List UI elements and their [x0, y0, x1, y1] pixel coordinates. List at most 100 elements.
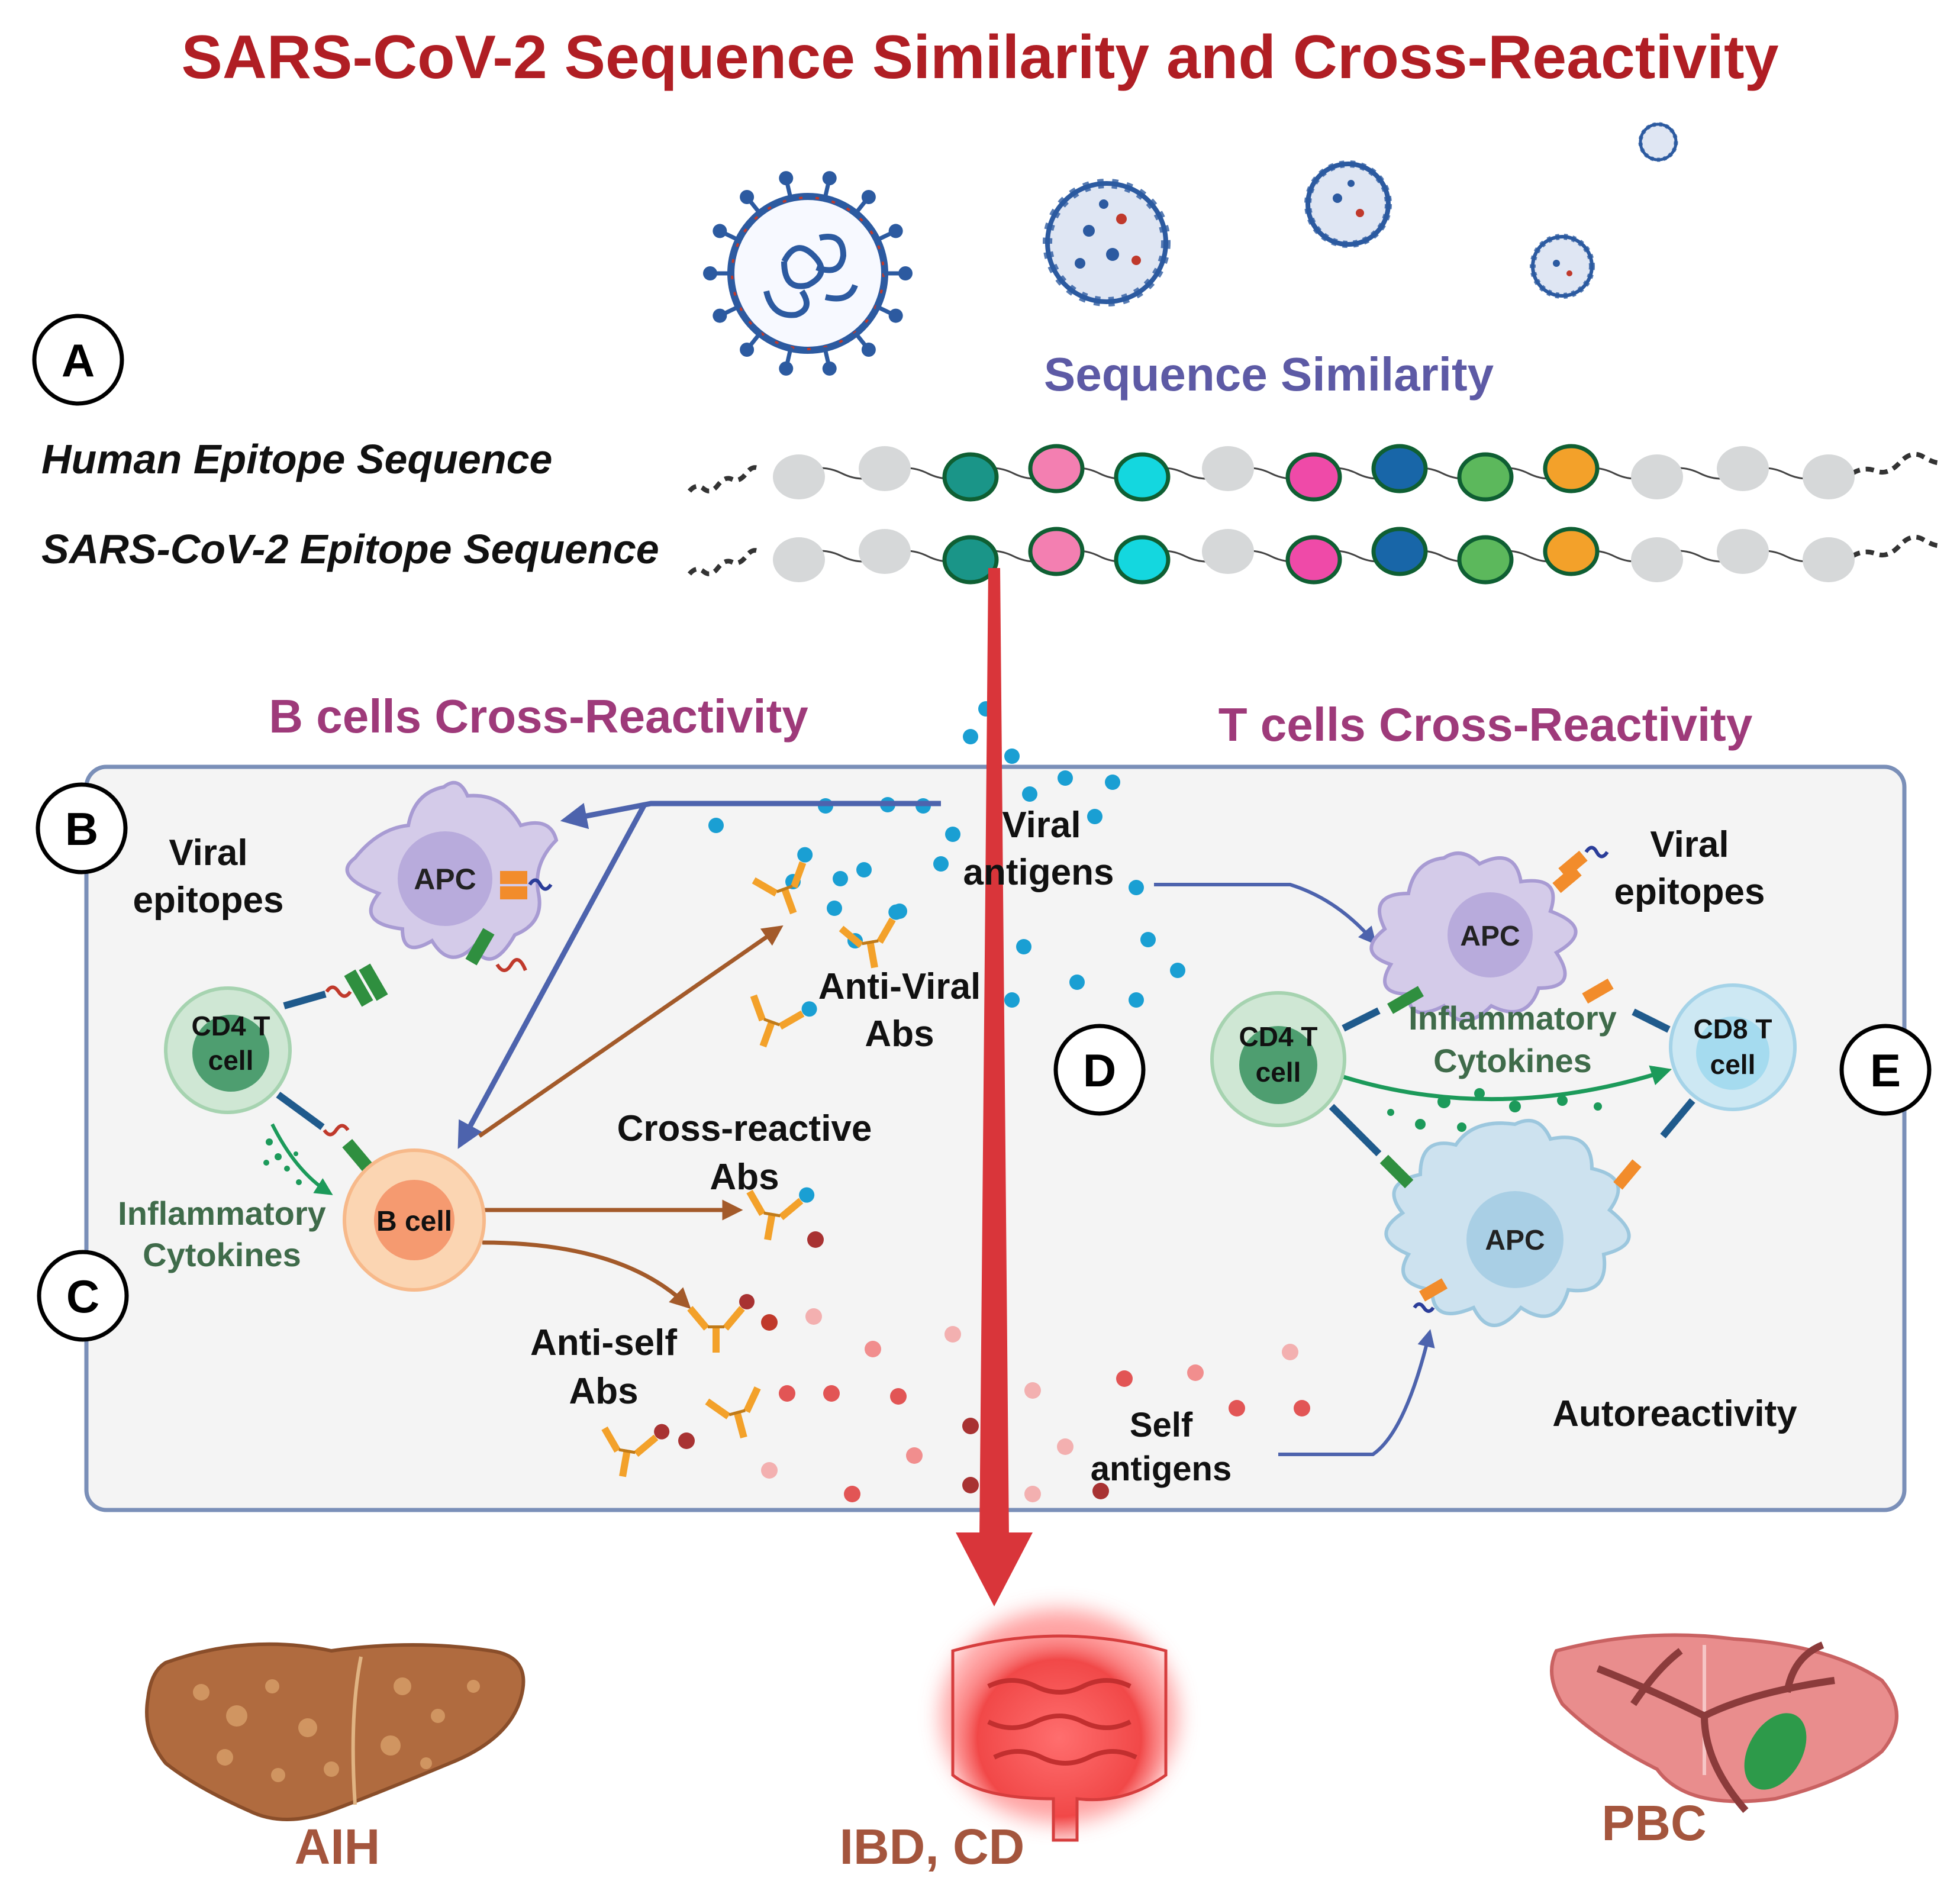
- b-cells-section-title: B cells Cross-Reactivity: [269, 690, 808, 743]
- viral-antigen-dot: [1004, 992, 1020, 1008]
- antibody-icon: [705, 1386, 761, 1438]
- sequence-bead: [1717, 446, 1769, 491]
- b-apc-cell: APC: [345, 780, 559, 961]
- self-antigen-dot: [823, 1385, 840, 1402]
- t-cells-section-title: T cells Cross-Reactivity: [1218, 698, 1753, 751]
- sequence-bead: [1202, 529, 1254, 574]
- sequence-bead: [1457, 452, 1514, 502]
- sequence-bead: [1543, 527, 1600, 576]
- sequence-bead: [942, 535, 999, 585]
- viral-sequence-label: SARS-CoV-2 Epitope Sequence: [41, 526, 659, 572]
- t-cd8-t-cell: CD8 T cell: [1669, 983, 1797, 1111]
- viral-antigen-dot: [1129, 992, 1144, 1008]
- antibody-icon: [752, 847, 813, 915]
- panel-label-d: D: [1053, 1024, 1146, 1116]
- sequence-bead: [1114, 535, 1171, 585]
- sequence-bead: [1803, 537, 1855, 582]
- spike-head: [703, 266, 717, 280]
- viral-antigen-dot: [1022, 786, 1037, 802]
- antigen-to-t-apc-arrow: [1154, 883, 1376, 945]
- coronavirus-large-icon: [703, 171, 913, 376]
- coronavirus-small-icon: [1304, 160, 1392, 248]
- anti-viral-abs-2: Abs: [865, 1014, 934, 1054]
- antibody-icon: [746, 1187, 815, 1241]
- viral-antigen-dot: [933, 856, 949, 872]
- sequence-bead: [1114, 452, 1171, 502]
- sequence-bead: [1285, 535, 1342, 585]
- self-antigen-dot: [1024, 1382, 1041, 1399]
- svg-text:E: E: [1870, 1044, 1901, 1096]
- self-antigen-particles: [678, 1231, 1310, 1502]
- b-cell-to-anti-self-arrow: [482, 1240, 691, 1309]
- inflamed-intestine-icon: [941, 1609, 1178, 1842]
- self-antigen-dot: [906, 1447, 923, 1464]
- t-apc-bottom-cell: APC: [1384, 1118, 1631, 1327]
- anti-self-abs-2: Abs: [569, 1371, 638, 1412]
- figure-title: SARS-CoV-2 Sequence Similarity and Cross…: [181, 23, 1778, 92]
- sequence-tail-right: [1851, 451, 1942, 476]
- anti-self-abs-1: Anti-self: [530, 1322, 677, 1363]
- t-apc-bottom-label: APC: [1485, 1225, 1545, 1256]
- spike-head: [740, 189, 755, 204]
- sequence-bead: [1285, 452, 1342, 502]
- self-antigen-dot: [761, 1462, 778, 1479]
- self-antigen-to-apc-arrow: [1278, 1329, 1435, 1456]
- sequence-bead: [1028, 444, 1085, 493]
- viral-antigens-1: Viral: [1002, 805, 1081, 846]
- sequence-tail-left: [687, 548, 762, 576]
- viral-antigen-dot: [1105, 775, 1120, 790]
- t-cd8-label-1: CD8 T: [1694, 1014, 1772, 1044]
- spike-head: [779, 171, 794, 186]
- self-antigen-dot: [1294, 1400, 1310, 1417]
- t-apc-top-cell: APC: [1369, 846, 1609, 1022]
- antibody-icon: [750, 994, 817, 1048]
- svg-text:B: B: [65, 803, 98, 855]
- self-antigen-dot: [1024, 1486, 1041, 1502]
- b-cell-to-anti-viral-arrow: [478, 925, 784, 1138]
- panel-label-a: A: [32, 314, 124, 406]
- b-tcr-apc-synapse: [283, 928, 527, 1009]
- spike-head: [898, 266, 913, 280]
- sequence-bead: [1371, 527, 1428, 576]
- viral-antigen-dot: [856, 862, 872, 877]
- viral-antigen-dot: [1140, 932, 1156, 947]
- t-cd4-label-1: CD4 T: [1239, 1021, 1318, 1052]
- spike-head: [888, 308, 903, 323]
- self-antigen-dot: [944, 1326, 961, 1343]
- viral-antigen-dot: [833, 871, 848, 886]
- sequence-bead: [859, 446, 911, 491]
- viral-antigens-2: antigens: [963, 852, 1114, 893]
- coronavirus-micro-icon: [1638, 122, 1678, 162]
- viral-antigen-dot: [1058, 770, 1073, 786]
- t-cytokines-1: Inflammatory: [1408, 999, 1617, 1037]
- spike-head: [713, 308, 727, 323]
- self-antigen-dot: [678, 1432, 695, 1449]
- viral-antigen-dot: [1004, 748, 1020, 764]
- viral-antigen-dot: [945, 827, 960, 842]
- self-antigen-dot: [1187, 1364, 1204, 1381]
- anti-viral-abs-1: Anti-Viral: [818, 966, 981, 1007]
- coronavirus-medium-icon: [1043, 179, 1171, 306]
- self-antigen-dot: [1092, 1483, 1109, 1499]
- self-antigen-dot: [844, 1486, 860, 1502]
- spike-head: [822, 361, 837, 376]
- b-cd4-label-2: cell: [208, 1045, 254, 1076]
- self-antigen-dot: [779, 1385, 795, 1402]
- sequence-tail-right: [1851, 534, 1942, 559]
- viral-antigen-dot: [708, 818, 724, 833]
- human-sequence-label: Human Epitope Sequence: [41, 436, 552, 482]
- panel-label-c: C: [37, 1250, 129, 1342]
- spike-head: [861, 343, 876, 357]
- t-cytokines-2: Cytokines: [1433, 1042, 1592, 1079]
- self-antigen-dot: [890, 1388, 907, 1405]
- sequence-bead: [1803, 454, 1855, 499]
- sequence-bead: [1543, 444, 1600, 493]
- self-antigen-dot: [865, 1341, 881, 1357]
- cd4-to-b-cell-cytokine-arrow: [270, 1123, 333, 1195]
- b-cytokines-1: Inflammatory: [118, 1195, 326, 1232]
- b-viral-epitopes-2: epitopes: [133, 880, 284, 921]
- svg-text:A: A: [62, 334, 95, 386]
- sequence-backbone: [798, 550, 1829, 563]
